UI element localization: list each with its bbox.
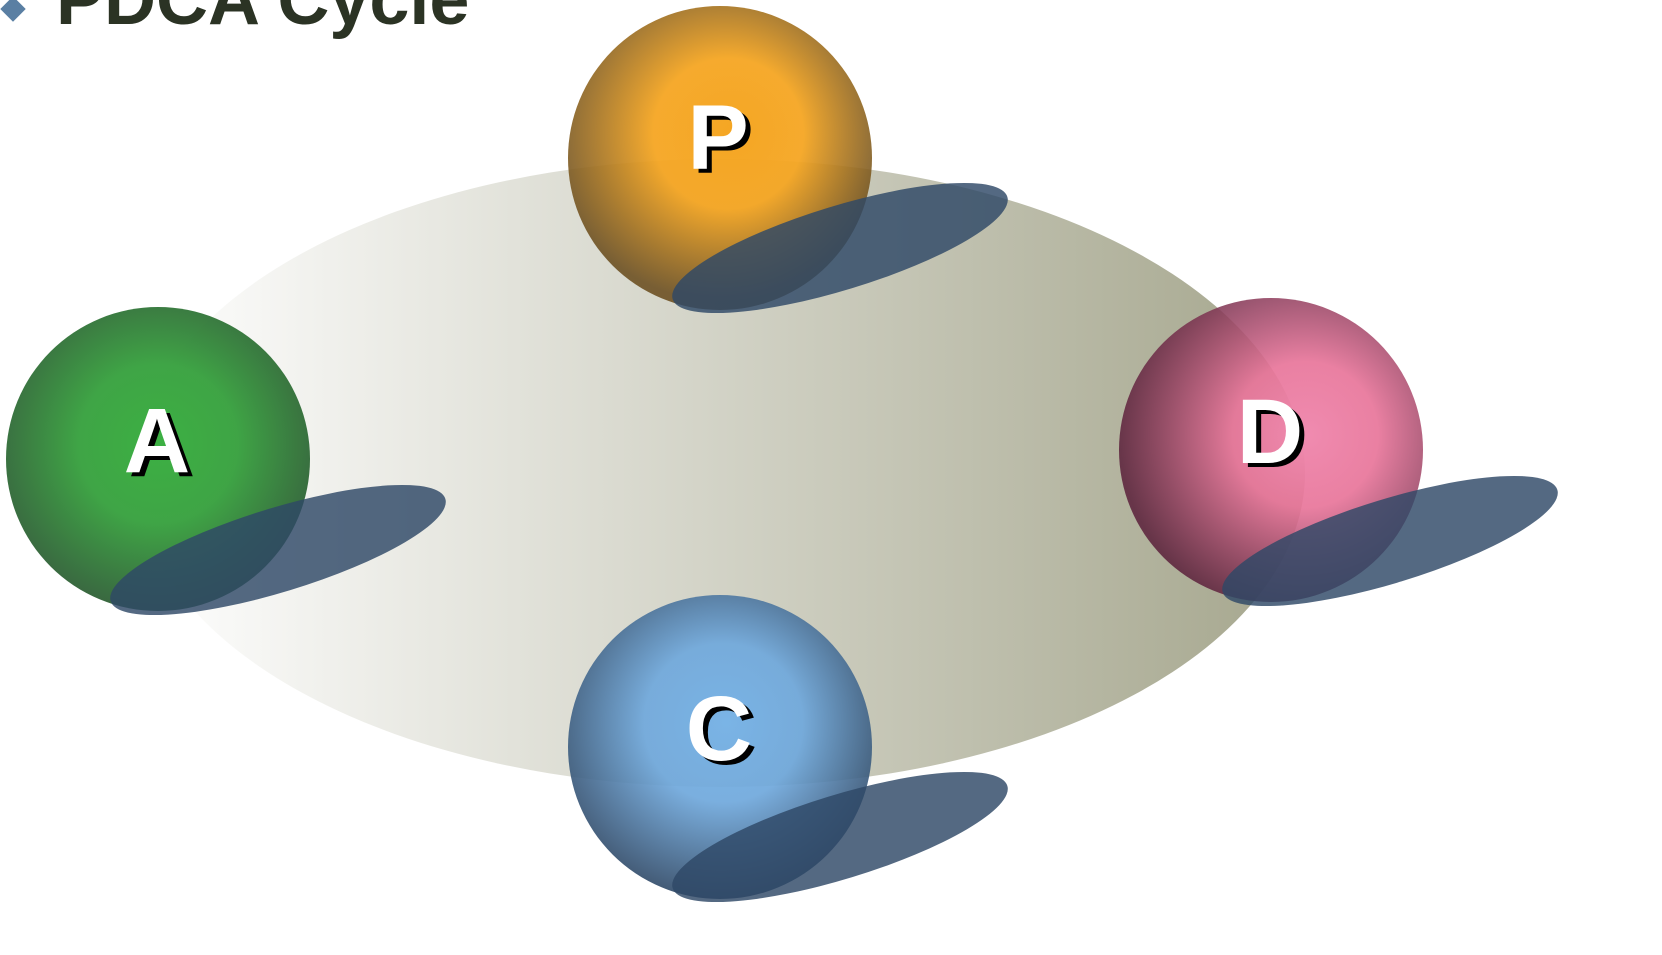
do-letter: D [1237,381,1303,483]
slide-title: PDCA Cycle [0,0,469,40]
plan-shadow [672,182,1008,314]
plan-letter: P [687,87,748,189]
cycle-background-ellipse [135,159,1305,787]
slide-title-text: PDCA Cycle [56,0,470,40]
check-shadow [672,771,1008,903]
node-do: D D [1119,298,1558,607]
node-check: C C [568,595,1008,903]
do-letter-shadow: D [1242,385,1308,487]
act-shadow [110,484,446,616]
check-letter: C [686,678,752,780]
check-letter-shadow: C [691,682,757,784]
node-act: A A [6,307,446,616]
do-shadow [1222,475,1558,607]
node-plan: P P [568,6,1008,314]
act-letter-shadow: A [129,394,195,496]
act-letter: A [124,390,190,492]
plan-letter-shadow: P [692,91,753,193]
